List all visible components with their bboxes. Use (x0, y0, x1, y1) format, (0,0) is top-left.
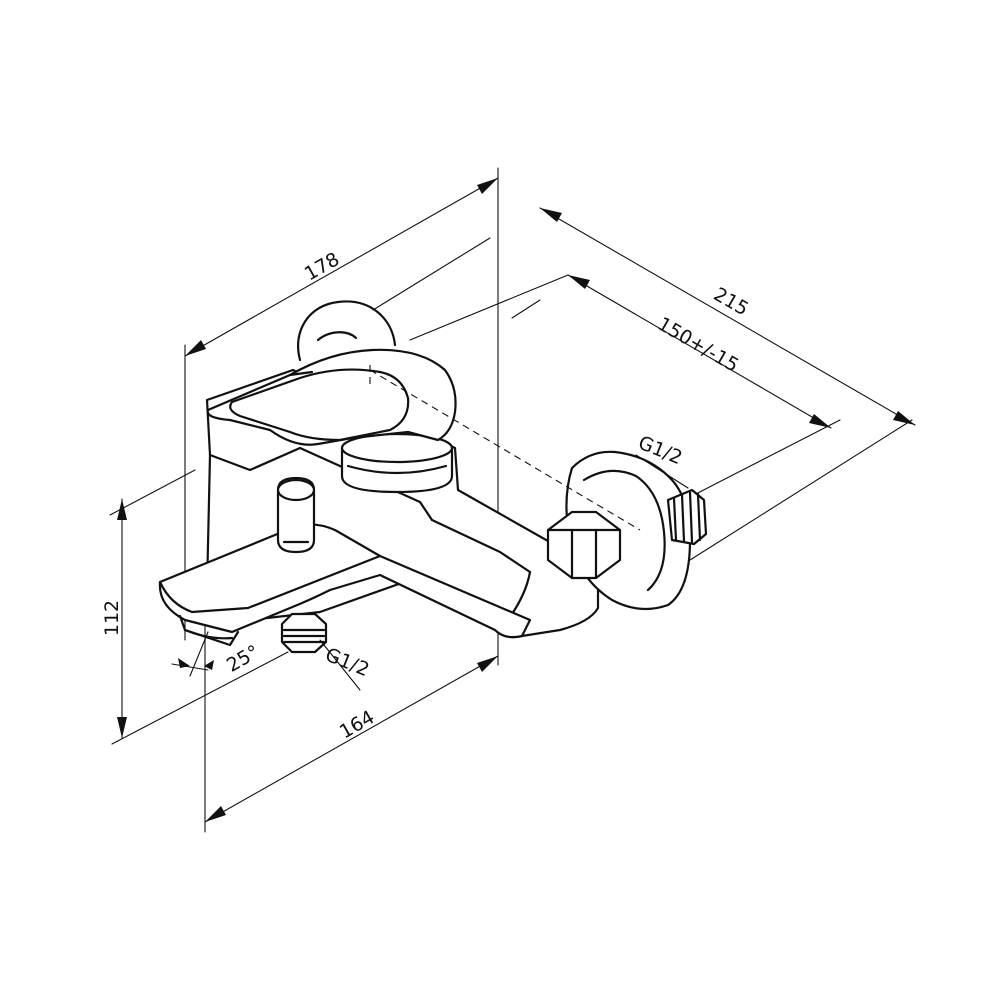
right-wall-connection (546, 450, 692, 611)
arrowhead (568, 275, 590, 289)
arrowhead (117, 499, 127, 520)
dimension-150: 150+/-15 (567, 274, 832, 429)
dimension-178: 178 (184, 177, 499, 357)
bottom-threaded-outlet: G1/2 (280, 612, 372, 691)
arrowhead (477, 656, 498, 672)
spout (158, 523, 532, 647)
thread-label-bottom: G1/2 (322, 644, 372, 681)
arrowhead (893, 411, 915, 425)
arrowhead (178, 658, 190, 668)
arrowhead (205, 806, 226, 822)
cartridge-collar (340, 432, 454, 494)
hidden-centerlines (369, 365, 641, 531)
lever-handle (206, 348, 457, 446)
arrowhead (540, 208, 562, 222)
dim-label-215: 215 (710, 283, 752, 320)
arrowhead (185, 340, 206, 356)
arrowhead (204, 660, 214, 670)
arrowhead (809, 414, 831, 428)
dim-label-angle: 25° (223, 641, 263, 677)
dimension-112: 112 (101, 498, 127, 739)
dimension-164: 164 (204, 655, 499, 823)
dim-label-164: 164 (336, 706, 378, 743)
dim-label-112: 112 (101, 600, 123, 636)
diverter-knob (276, 476, 316, 554)
arrowhead (477, 178, 498, 194)
dim-label-150: 150+/-15 (654, 313, 743, 377)
rear-wall-flange (297, 300, 397, 362)
arrowhead (117, 717, 127, 738)
dimension-215: 215 (539, 207, 916, 426)
dim-label-178: 178 (301, 248, 343, 285)
